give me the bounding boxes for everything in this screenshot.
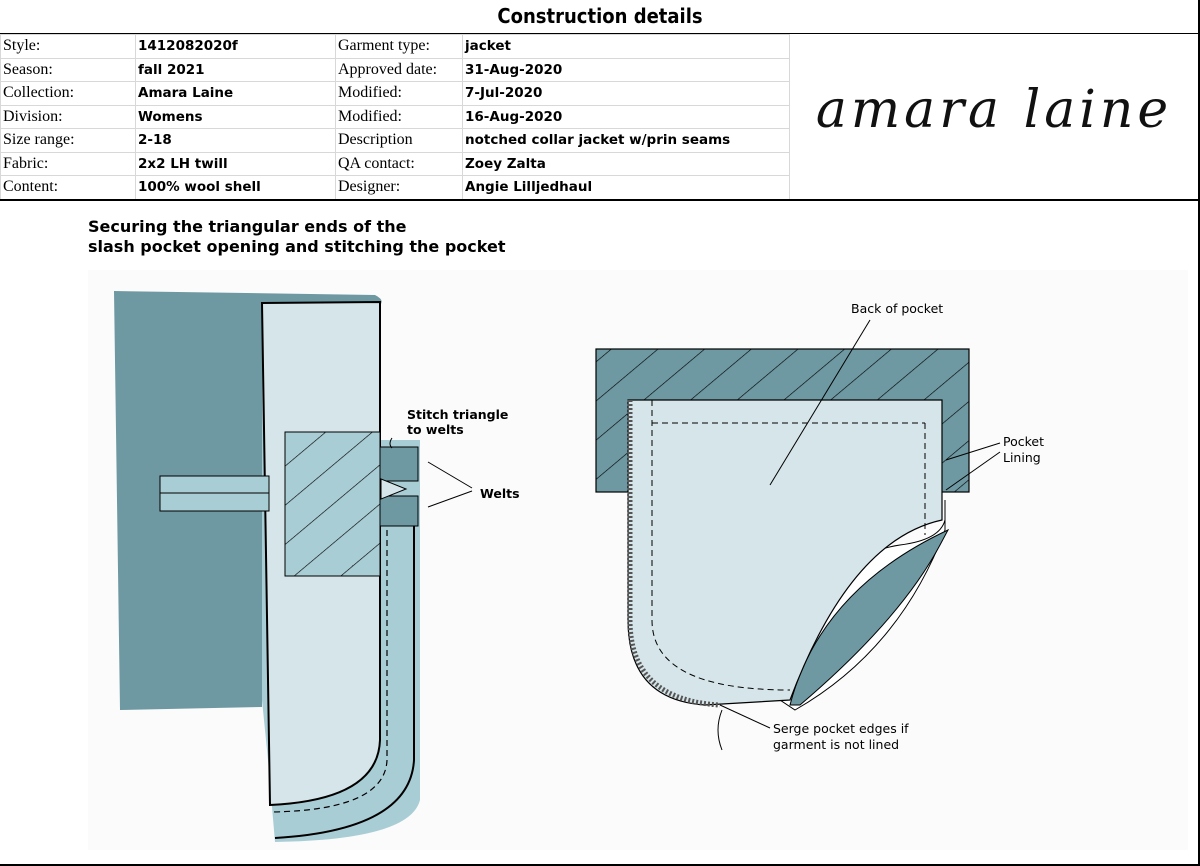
label-stitch-triangle: to welts xyxy=(407,422,464,437)
label-back-of-pocket: Back of pocket xyxy=(851,301,943,316)
spec-value: Angie Lilljedhaul xyxy=(462,175,790,200)
heading-line: slash pocket opening and stitching the p… xyxy=(88,237,506,256)
label-pocket-lining: Lining xyxy=(1003,450,1041,465)
spec-label: Collection: xyxy=(0,81,136,106)
spec-value: 100% wool shell xyxy=(135,175,336,200)
heading-line: Securing the triangular ends of the xyxy=(88,217,407,236)
slash-pocket-diagram xyxy=(114,291,473,842)
spec-label: Fabric: xyxy=(0,151,136,176)
spec-value: 1412082020f xyxy=(135,34,336,59)
spec-value: Zoey Zalta xyxy=(462,151,790,176)
label-serge-edges: garment is not lined xyxy=(773,737,899,752)
divider xyxy=(0,33,1200,34)
divider xyxy=(0,199,1200,201)
label-stitch-triangle: Stitch triangle xyxy=(407,407,508,422)
label-pocket-lining: Pocket xyxy=(1003,434,1044,449)
label-serge-edges: Serge pocket edges if xyxy=(773,721,909,736)
spec-label: Size range: xyxy=(0,128,136,153)
spec-label: Modified: xyxy=(335,81,463,106)
brand-logo: amara laine xyxy=(815,80,1173,140)
illustration-heading: Securing the triangular ends of the slas… xyxy=(88,217,505,257)
spec-label: Description xyxy=(335,128,463,153)
spec-label: QA contact: xyxy=(335,151,463,176)
spec-value: 7-Jul-2020 xyxy=(462,81,790,106)
label-welts: Welts xyxy=(480,486,520,501)
spec-value: 2x2 LH twill xyxy=(135,151,336,176)
spec-label: Season: xyxy=(0,57,136,82)
spec-label: Garment type: xyxy=(335,34,463,59)
spec-value: Amara Laine xyxy=(135,81,336,106)
page-title: Construction details xyxy=(497,4,703,28)
spec-value: 31-Aug-2020 xyxy=(462,57,790,82)
spec-label: Designer: xyxy=(335,175,463,200)
spec-value: 2-18 xyxy=(135,128,336,153)
spec-label: Style: xyxy=(0,34,136,59)
spec-label: Approved date: xyxy=(335,57,463,82)
spec-value: fall 2021 xyxy=(135,57,336,82)
spec-value: notched collar jacket w/prin seams xyxy=(462,128,790,153)
pocket-lining-diagram xyxy=(595,319,1001,751)
